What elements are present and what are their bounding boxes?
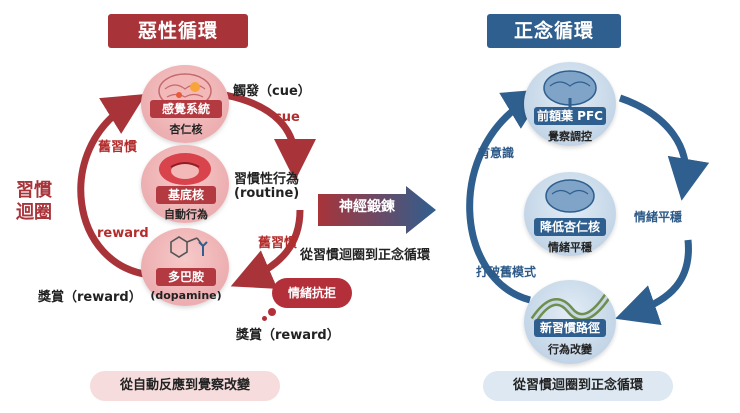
node-pfc-label: 前額葉 PFC [534, 107, 606, 125]
node-sensory-label: 感覺系統 [150, 100, 222, 118]
node-new-path-label: 新習慣路徑 [534, 319, 606, 337]
right-arc-top-to-mid [618, 94, 710, 201]
left-bottom-pill: 從自動反應到覺察改變 [90, 371, 280, 401]
molecule-icon [170, 236, 208, 258]
node-amygdala-down [524, 172, 616, 256]
left-cycle-arrows [77, 91, 316, 289]
arrow-label-old-habit-top: 舊習慣 [98, 140, 138, 155]
left-arc-cue [224, 91, 316, 181]
node-dopamine-label: 多巴胺 [156, 268, 216, 286]
right-bottom-pill: 從習慣迴圈到正念循環 [483, 371, 673, 401]
right-arc-mid-to-bottom [615, 239, 692, 326]
basal-ganglia-icon [159, 153, 211, 185]
node-pfc [524, 62, 616, 146]
node-sensory-sub: 杏仁核 [169, 123, 203, 136]
dopamine-reward-caption: 獎賞（reward） [38, 290, 142, 305]
node-new-path-sub: 行為改變 [548, 343, 592, 356]
node-basal-ganglia [141, 145, 229, 223]
left-side-label: 習慣 迴圈 [16, 180, 52, 224]
bottom-reward-caption: 獎賞（reward） [236, 328, 340, 343]
center-caption: 從習慣迴圈到正念循環 [300, 248, 431, 263]
routine-caption-line1: 習慣性行為 [234, 172, 300, 187]
right-arc-left-loop [466, 89, 546, 304]
arrow-label-reward: reward [97, 226, 149, 241]
bubble-dot-2 [262, 316, 267, 321]
left-arc-right [230, 209, 304, 289]
cue-caption: 觸發（cue） [233, 84, 311, 99]
pfc-brain-icon [543, 70, 597, 108]
node-basal-label: 基底核 [156, 186, 216, 204]
node-dopamine [141, 228, 229, 306]
path-icon [530, 289, 614, 323]
left-title: 惡性循環 [108, 14, 248, 48]
left-side-label-line1: 習慣 [16, 180, 52, 201]
node-amygdala-label: 降低杏仁核 [534, 218, 606, 236]
center-arrow [318, 186, 436, 234]
node-basal-sub: 自動行為 [164, 208, 208, 221]
routine-caption-line2: (routine) [234, 186, 300, 201]
arrow-label-old-habit-right: 舊習慣 [258, 236, 298, 251]
right-title: 正念循環 [487, 14, 621, 48]
arrow-label-break: 打破舊模式 [476, 265, 537, 279]
node-dopamine-sub: (dopamine) [150, 289, 222, 302]
bubble-dot-1 [268, 308, 276, 316]
arrow-label-cue: cue [274, 110, 300, 125]
left-side-label-line2: 迴圈 [16, 202, 52, 223]
left-outer-arc-left [77, 93, 151, 279]
right-cycle-arrows [466, 89, 710, 326]
calm-brain-icon [545, 179, 595, 213]
emotion-resistance-bubble: 情緒抗拒 [272, 278, 352, 308]
node-pfc-sub: 覺察調控 [548, 130, 592, 143]
node-amygdala-sub: 情緒平穩 [548, 241, 592, 254]
emotion-resistance-text: 情緒抗拒 [287, 286, 336, 300]
center-arrow-label: 神經鍛鍊 [339, 199, 395, 215]
arrow-label-calm: 情緒平穩 [634, 210, 683, 224]
arrow-label-awareness: 有意識 [478, 146, 515, 160]
